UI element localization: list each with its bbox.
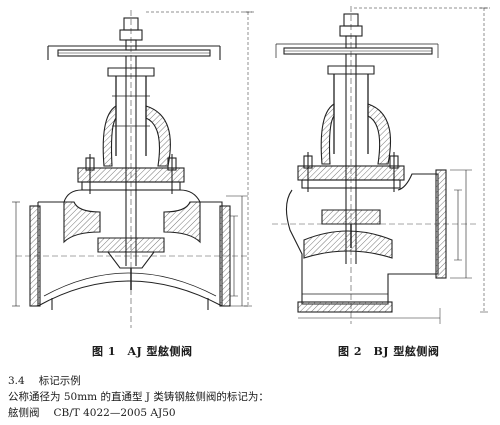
figure-aj-valve-drawing [8,6,254,332]
section-number: 3.4 [8,375,25,387]
aj-dimension-top [47,45,221,60]
aj-valve-outline [12,10,254,328]
marking-example: 舷侧阀 CB/T 4022—2005 AJ50 [8,406,176,420]
figure-1-caption: 图 1 AJ 型舷侧阀 [92,345,193,358]
bj-valve-svg [272,6,490,324]
section-title: 标记示例 [38,375,81,387]
section-heading: 3.4 标记示例 [8,374,81,388]
marking-code: CB/T 4022—2005 AJ50 [53,407,176,419]
aj-valve-svg [12,10,254,328]
figure-bj-valve-drawing [268,4,494,332]
marking-name: 舷侧阀 [8,407,40,419]
bj-body-outline [285,173,439,305]
bj-inlet-flange [297,301,393,313]
marking-description: 公称通径为 50mm 的直通型 J 类铸钢舷侧阀的标记为： [8,391,269,403]
bj-valve-outline [272,6,490,324]
figure-2-caption: 图 2 BJ 型舷侧阀 [338,345,440,358]
